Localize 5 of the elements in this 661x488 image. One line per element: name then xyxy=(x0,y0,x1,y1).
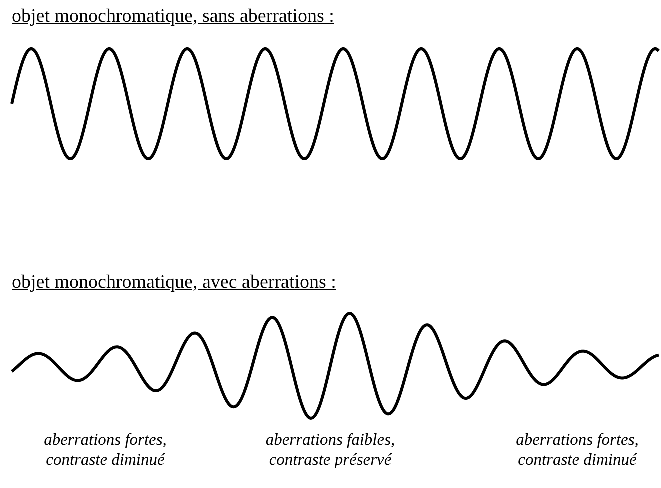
caption: aberrations fortes, contraste diminué xyxy=(515,430,640,470)
caption: aberrations fortes, contraste diminué xyxy=(43,430,168,470)
caption: aberrations faibles, contraste préservé xyxy=(264,430,396,470)
heading: objet monochromatique, avec aberrations : xyxy=(12,272,336,294)
heading: objet monochromatique, sans aberrations : xyxy=(12,6,334,28)
